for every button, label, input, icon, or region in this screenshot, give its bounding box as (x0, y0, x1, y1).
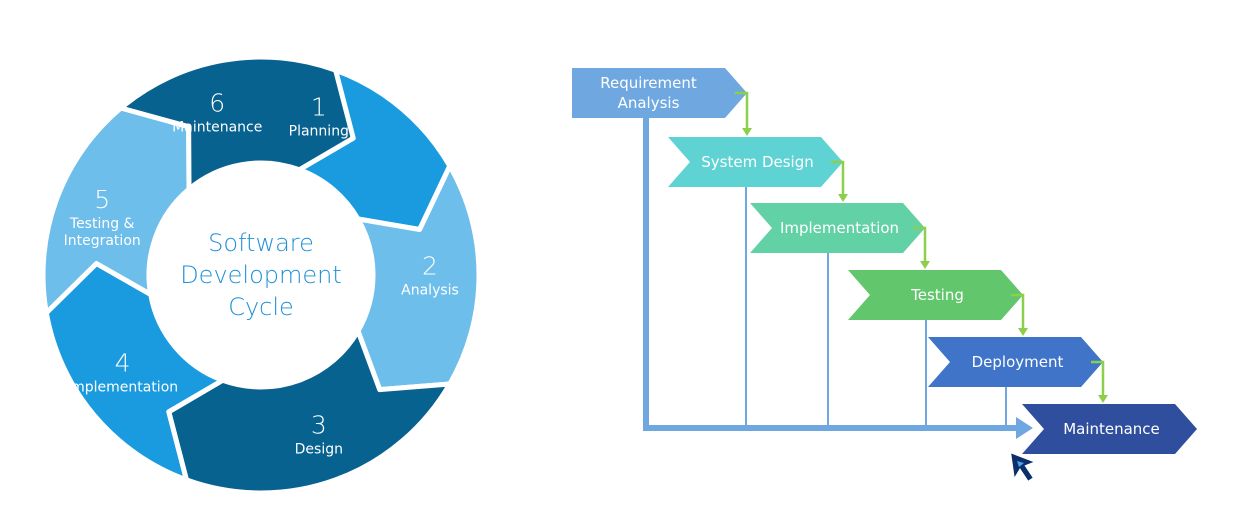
cycle-step-label: Design (295, 441, 343, 457)
waterfall-step-6 (1022, 404, 1197, 454)
cycle-step-label: Maintenance (172, 119, 262, 135)
cursor-icon (1008, 450, 1039, 484)
cycle-step-number: 4 (115, 348, 131, 377)
cycle-segment-6 (118, 54, 356, 192)
cycle-step-number: 6 (209, 88, 225, 117)
step-connector-line (735, 91, 749, 131)
step-connector-arrowhead (1098, 395, 1108, 403)
waterfall-step-label: Requirement (600, 74, 697, 92)
waterfall-step-label: Testing (910, 286, 964, 304)
waterfall-step-4 (848, 270, 1023, 320)
step-connector-arrowhead (1018, 328, 1028, 336)
cycle-step-label: Analysis (401, 283, 459, 299)
feedback-line (643, 118, 1020, 431)
cycle-step-number: 3 (311, 410, 327, 439)
cycle-step-label: Testing & (69, 216, 135, 232)
step-connector-line (1091, 360, 1105, 398)
waterfall-step-label: Deployment (972, 353, 1064, 371)
cycle-step-label: Planning (289, 124, 349, 140)
cycle-center-title: Development (180, 261, 342, 289)
cycle-step-label: Implementation (67, 379, 178, 395)
waterfall-step-label: Implementation (780, 219, 899, 237)
step-connector-arrowhead (742, 128, 752, 136)
step-connector-line (913, 226, 927, 264)
waterfall-step-3 (750, 203, 925, 253)
cycle-center-title: Cycle (228, 293, 294, 321)
cycle-segment-3 (166, 328, 453, 496)
cycle-center-title: Software (208, 229, 314, 257)
waterfall-step-label: Analysis (618, 94, 680, 112)
cycle-step-label: Integration (64, 233, 141, 249)
step-connector-line (1011, 293, 1025, 331)
step-connector-arrowhead (838, 194, 848, 202)
step-connector-line (831, 160, 845, 197)
cycle-step-number: 2 (422, 252, 438, 281)
waterfall-step-label: Maintenance (1063, 420, 1160, 438)
waterfall-step-1 (572, 68, 747, 118)
cycle-step-number: 1 (311, 93, 327, 122)
waterfall-step-5 (928, 337, 1103, 387)
waterfall-step-2 (668, 137, 843, 187)
step-connector-arrowhead (920, 261, 930, 269)
feedback-arrowhead (1016, 417, 1033, 439)
cycle-step-number: 5 (94, 185, 110, 214)
waterfall-step-label: System Design (701, 153, 814, 171)
cycle-center (153, 167, 369, 383)
